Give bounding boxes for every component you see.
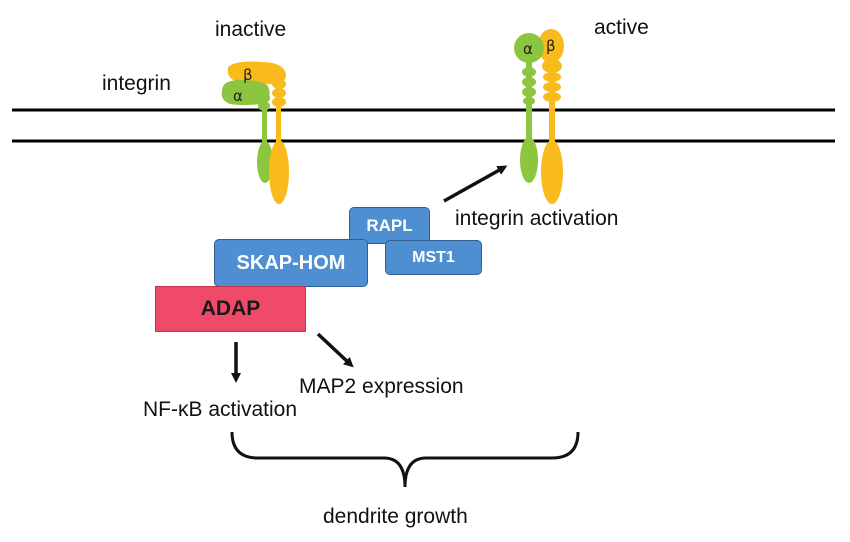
integrin-activation-label: integrin activation [455,207,619,230]
mst1-label: MST1 [412,248,455,266]
inactive-beta-head [227,61,286,85]
active-beta-head [538,29,564,63]
integrin-activation-arrow [443,165,508,203]
active-beta-stalk [549,60,555,160]
active-beta-tail [541,140,563,204]
dendrite-growth-label: dendrite growth [323,505,468,528]
active-label: active [594,16,649,39]
inactive-beta-symbol: β [243,66,253,84]
active-alpha-tail [520,137,538,183]
skap-hom-box: SKAP-HOM [214,239,368,287]
inactive-label: inactive [215,18,287,41]
rapl-box: RAPL [349,207,430,244]
inactive-beta-stalk [276,94,281,150]
active-alpha-knob [522,87,536,97]
active-alpha-stalk [526,60,532,155]
nfkb-activation-label: NF-κB activation [143,398,298,421]
integrin-label: integrin [102,72,171,95]
active-alpha-knob [522,67,536,77]
map2-expression-label: MAP2 expression [299,375,464,398]
inactive-beta-tail [269,140,289,204]
inactive-alpha-stalk [262,94,267,150]
inactive-alpha-knob [258,93,270,103]
inactive-beta-knob [272,79,286,89]
active-alpha-head [514,33,544,63]
inactive-alpha-knob [258,101,270,111]
active-alpha-knob [523,97,535,105]
adap-label: ADAP [200,297,261,320]
active-beta-symbol: β [546,37,556,55]
mst1-box: MST1 [385,240,482,275]
active-integrin: α β [514,29,564,204]
rapl-label: RAPL [366,215,413,235]
dendrite-growth-brace [230,431,580,488]
inactive-beta-knob [272,97,286,107]
active-alpha-symbol: α [523,40,533,58]
active-beta-knob [543,92,561,102]
inactive-beta-knob [272,88,286,98]
inactive-alpha-tail [257,141,273,183]
skap-hom-label: SKAP-HOM [236,251,346,274]
inactive-alpha-symbol: α [233,87,243,105]
active-beta-knob [542,59,562,73]
adap-box: ADAP [155,286,306,332]
inactive-integrin: β α [221,61,289,204]
inactive-alpha-head [221,80,270,105]
map2-arrow [316,332,354,368]
active-beta-knob [543,72,561,82]
active-alpha-knob [522,77,536,87]
active-beta-knob [543,82,561,92]
